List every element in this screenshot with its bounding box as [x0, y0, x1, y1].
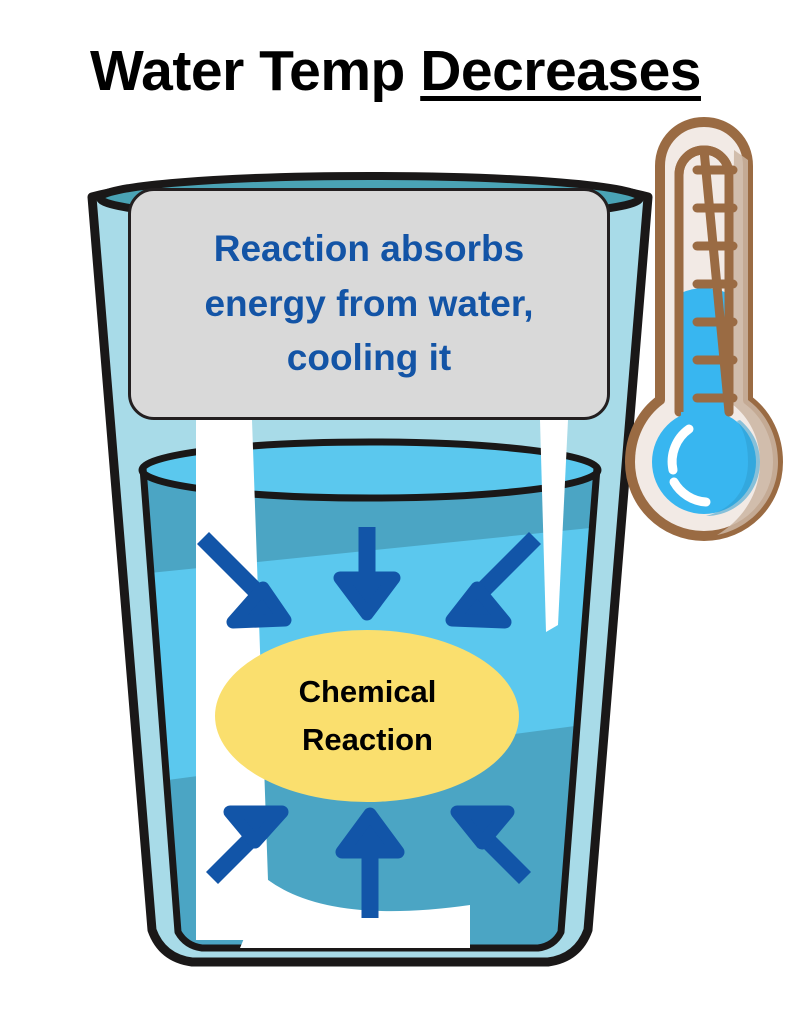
thermometer-inner-tube-stroke	[674, 145, 734, 417]
thermometer-bulb-shadow	[706, 420, 760, 516]
callout-line-3: cooling it	[286, 337, 452, 379]
highlight-right-streak	[540, 420, 568, 632]
callout-box: Reaction absorbs energy from water, cool…	[128, 188, 610, 420]
arrow-top-left	[196, 531, 292, 629]
arrow-top-center	[333, 527, 401, 621]
title-underlined-part: Decreases	[420, 39, 701, 103]
thermometer-bulb-highlight-bottom	[669, 477, 711, 507]
callout-line-1: Reaction absorbs	[213, 227, 525, 269]
arrow-bottom-center	[335, 807, 405, 918]
thermometer-bulb-highlight-top	[667, 424, 694, 475]
page-title: Water Temp Decreases	[0, 38, 791, 104]
arrow-top-right	[445, 531, 542, 629]
callout-line-2: energy from water,	[204, 282, 534, 324]
water-surface	[142, 442, 598, 498]
title-plain-part: Water Temp	[90, 39, 421, 103]
thermometer-icon	[625, 117, 783, 541]
arrow-bottom-right	[450, 805, 532, 885]
energy-arrows	[196, 527, 542, 918]
callout-text: Reaction absorbs energy from water, cool…	[178, 222, 559, 386]
thermometer-shadow	[717, 150, 778, 535]
arrow-bottom-left	[205, 805, 289, 885]
highlight-bottom	[240, 880, 470, 948]
chemical-reaction-ellipse	[215, 630, 519, 802]
